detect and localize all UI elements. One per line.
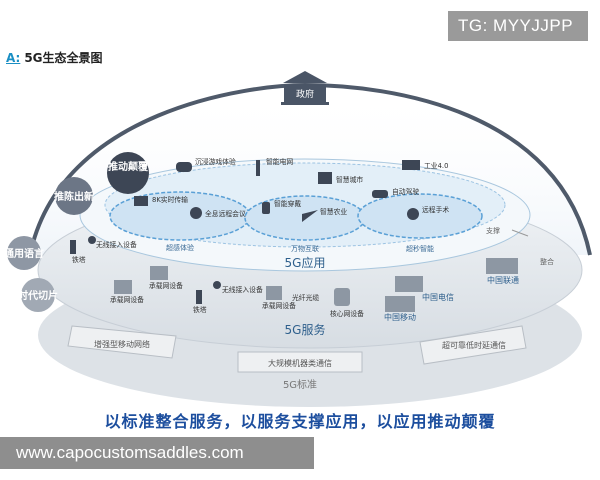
service-wireless2-label: 无线接入设备 bbox=[222, 285, 263, 294]
telecom-building-icon bbox=[395, 276, 423, 292]
app-smart-grid-label: 智能电网 bbox=[266, 157, 293, 166]
service-bearer2-label: 承载网设备 bbox=[149, 281, 183, 290]
car-icon bbox=[372, 190, 388, 198]
app-holo-label: 全息远程会议 bbox=[205, 209, 246, 218]
slogan-text: 以标准整合服务，以服务支撑应用，以应用推动颠覆 bbox=[104, 412, 496, 431]
smartwatch-icon bbox=[262, 202, 270, 214]
layer-application-label: 5G应用 bbox=[285, 255, 326, 270]
bearer-device-icon bbox=[266, 286, 282, 300]
bubble-push: 推动颠覆 bbox=[107, 152, 149, 194]
integration-label: 整合 bbox=[540, 257, 554, 266]
city-buildings-icon bbox=[318, 172, 332, 184]
figure-prefix: A: bbox=[6, 51, 21, 65]
figure-title: A:5G生态全景图 bbox=[6, 49, 103, 66]
bubble-innovate-label: 推陈出新 bbox=[54, 190, 94, 203]
tower-icon bbox=[196, 290, 202, 304]
app-wearable-label: 智能穿戴 bbox=[274, 199, 301, 208]
drone-icon bbox=[302, 210, 318, 222]
support-arrow bbox=[511, 229, 529, 237]
service-tower1-label: 铁塔 bbox=[72, 255, 86, 264]
bearer-device-icon bbox=[114, 280, 132, 294]
bubble-innovate: 推陈出新 bbox=[54, 177, 94, 215]
tg-overlay-label: TG: MYYJJPP bbox=[448, 11, 588, 41]
service-wireless1-label: 无线接入设备 bbox=[96, 240, 137, 249]
capability-ring-intelligence bbox=[357, 193, 483, 239]
standard-plate-mmtc: 大规模机器类通信 bbox=[237, 351, 363, 373]
bubble-era: 时代切片 bbox=[18, 278, 58, 312]
service-core-label: 核心网设备 bbox=[330, 309, 364, 318]
service-bearer3-label: 承载网设备 bbox=[262, 301, 296, 310]
gamepad-icon bbox=[176, 162, 192, 172]
svg-text:推动颠覆: 推动颠覆 bbox=[108, 160, 149, 173]
layer-service-label: 5G服务 bbox=[285, 322, 326, 337]
capability-iot-label: 万物互联 bbox=[291, 244, 319, 253]
capability-experience-label: 超感体验 bbox=[166, 243, 194, 252]
video-camera-icon bbox=[134, 196, 148, 206]
antenna-icon bbox=[88, 236, 96, 244]
operator-unicom-label: 中国联通 bbox=[487, 275, 519, 285]
svg-text:大规模机器类通信: 大规模机器类通信 bbox=[268, 358, 332, 368]
power-pole-icon bbox=[256, 160, 260, 176]
bearer-device-icon bbox=[150, 266, 168, 280]
mobile-building-icon bbox=[385, 296, 415, 312]
figure-title-text: 5G生态全景图 bbox=[24, 51, 103, 65]
service-optical-label: 光纤光缆 bbox=[292, 293, 319, 302]
tower-icon bbox=[70, 240, 76, 254]
core-network-device-icon bbox=[334, 288, 350, 306]
service-bearer1-label: 承载网设备 bbox=[110, 295, 144, 304]
antenna-icon bbox=[213, 281, 221, 289]
bubble-push-label: 推动颠覆 bbox=[108, 160, 149, 173]
support-label: 支撑 bbox=[486, 226, 500, 235]
bubble-era-label: 时代切片 bbox=[18, 289, 58, 302]
svg-text:增强型移动网络: 增强型移动网络 bbox=[94, 339, 150, 349]
app-surgery-label: 远程手术 bbox=[422, 205, 449, 214]
standard-plate-urllc: 超可靠低时延通信 bbox=[419, 325, 527, 365]
bubble-universal: 通用语言 bbox=[4, 236, 44, 270]
standard-plate-embb: 增强型移动网络 bbox=[67, 325, 177, 359]
unicom-building-icon bbox=[486, 258, 518, 274]
bubble-universal-label: 通用语言 bbox=[4, 247, 44, 260]
service-tower2-label: 铁塔 bbox=[193, 305, 207, 314]
app-agri-label: 智慧农业 bbox=[320, 207, 347, 216]
app-drive-label: 自动驾驶 bbox=[392, 187, 419, 196]
app-8k-label: 8K实时传输 bbox=[152, 195, 188, 204]
app-immersive-label: 沉浸游戏体验 bbox=[195, 157, 236, 166]
svg-text:超可靠低时延通信: 超可靠低时延通信 bbox=[442, 340, 506, 350]
government-building bbox=[281, 71, 329, 105]
capability-intelligence-label: 超秒智能 bbox=[406, 244, 434, 253]
app-smart-city-label: 智慧城市 bbox=[336, 175, 363, 184]
operator-mobile-label: 中国移动 bbox=[384, 312, 416, 322]
watermark-overlay: www.capocustomsaddles.com bbox=[0, 437, 314, 469]
surgeon-icon bbox=[407, 208, 419, 220]
factory-icon bbox=[402, 160, 420, 170]
app-industry-label: 工业4.0 bbox=[424, 161, 448, 170]
layer-standard-label: 5G标准 bbox=[283, 379, 317, 391]
government-label: 政府 bbox=[296, 88, 314, 100]
operator-telecom-label: 中国电信 bbox=[422, 292, 454, 302]
hologram-person-icon bbox=[190, 207, 202, 219]
